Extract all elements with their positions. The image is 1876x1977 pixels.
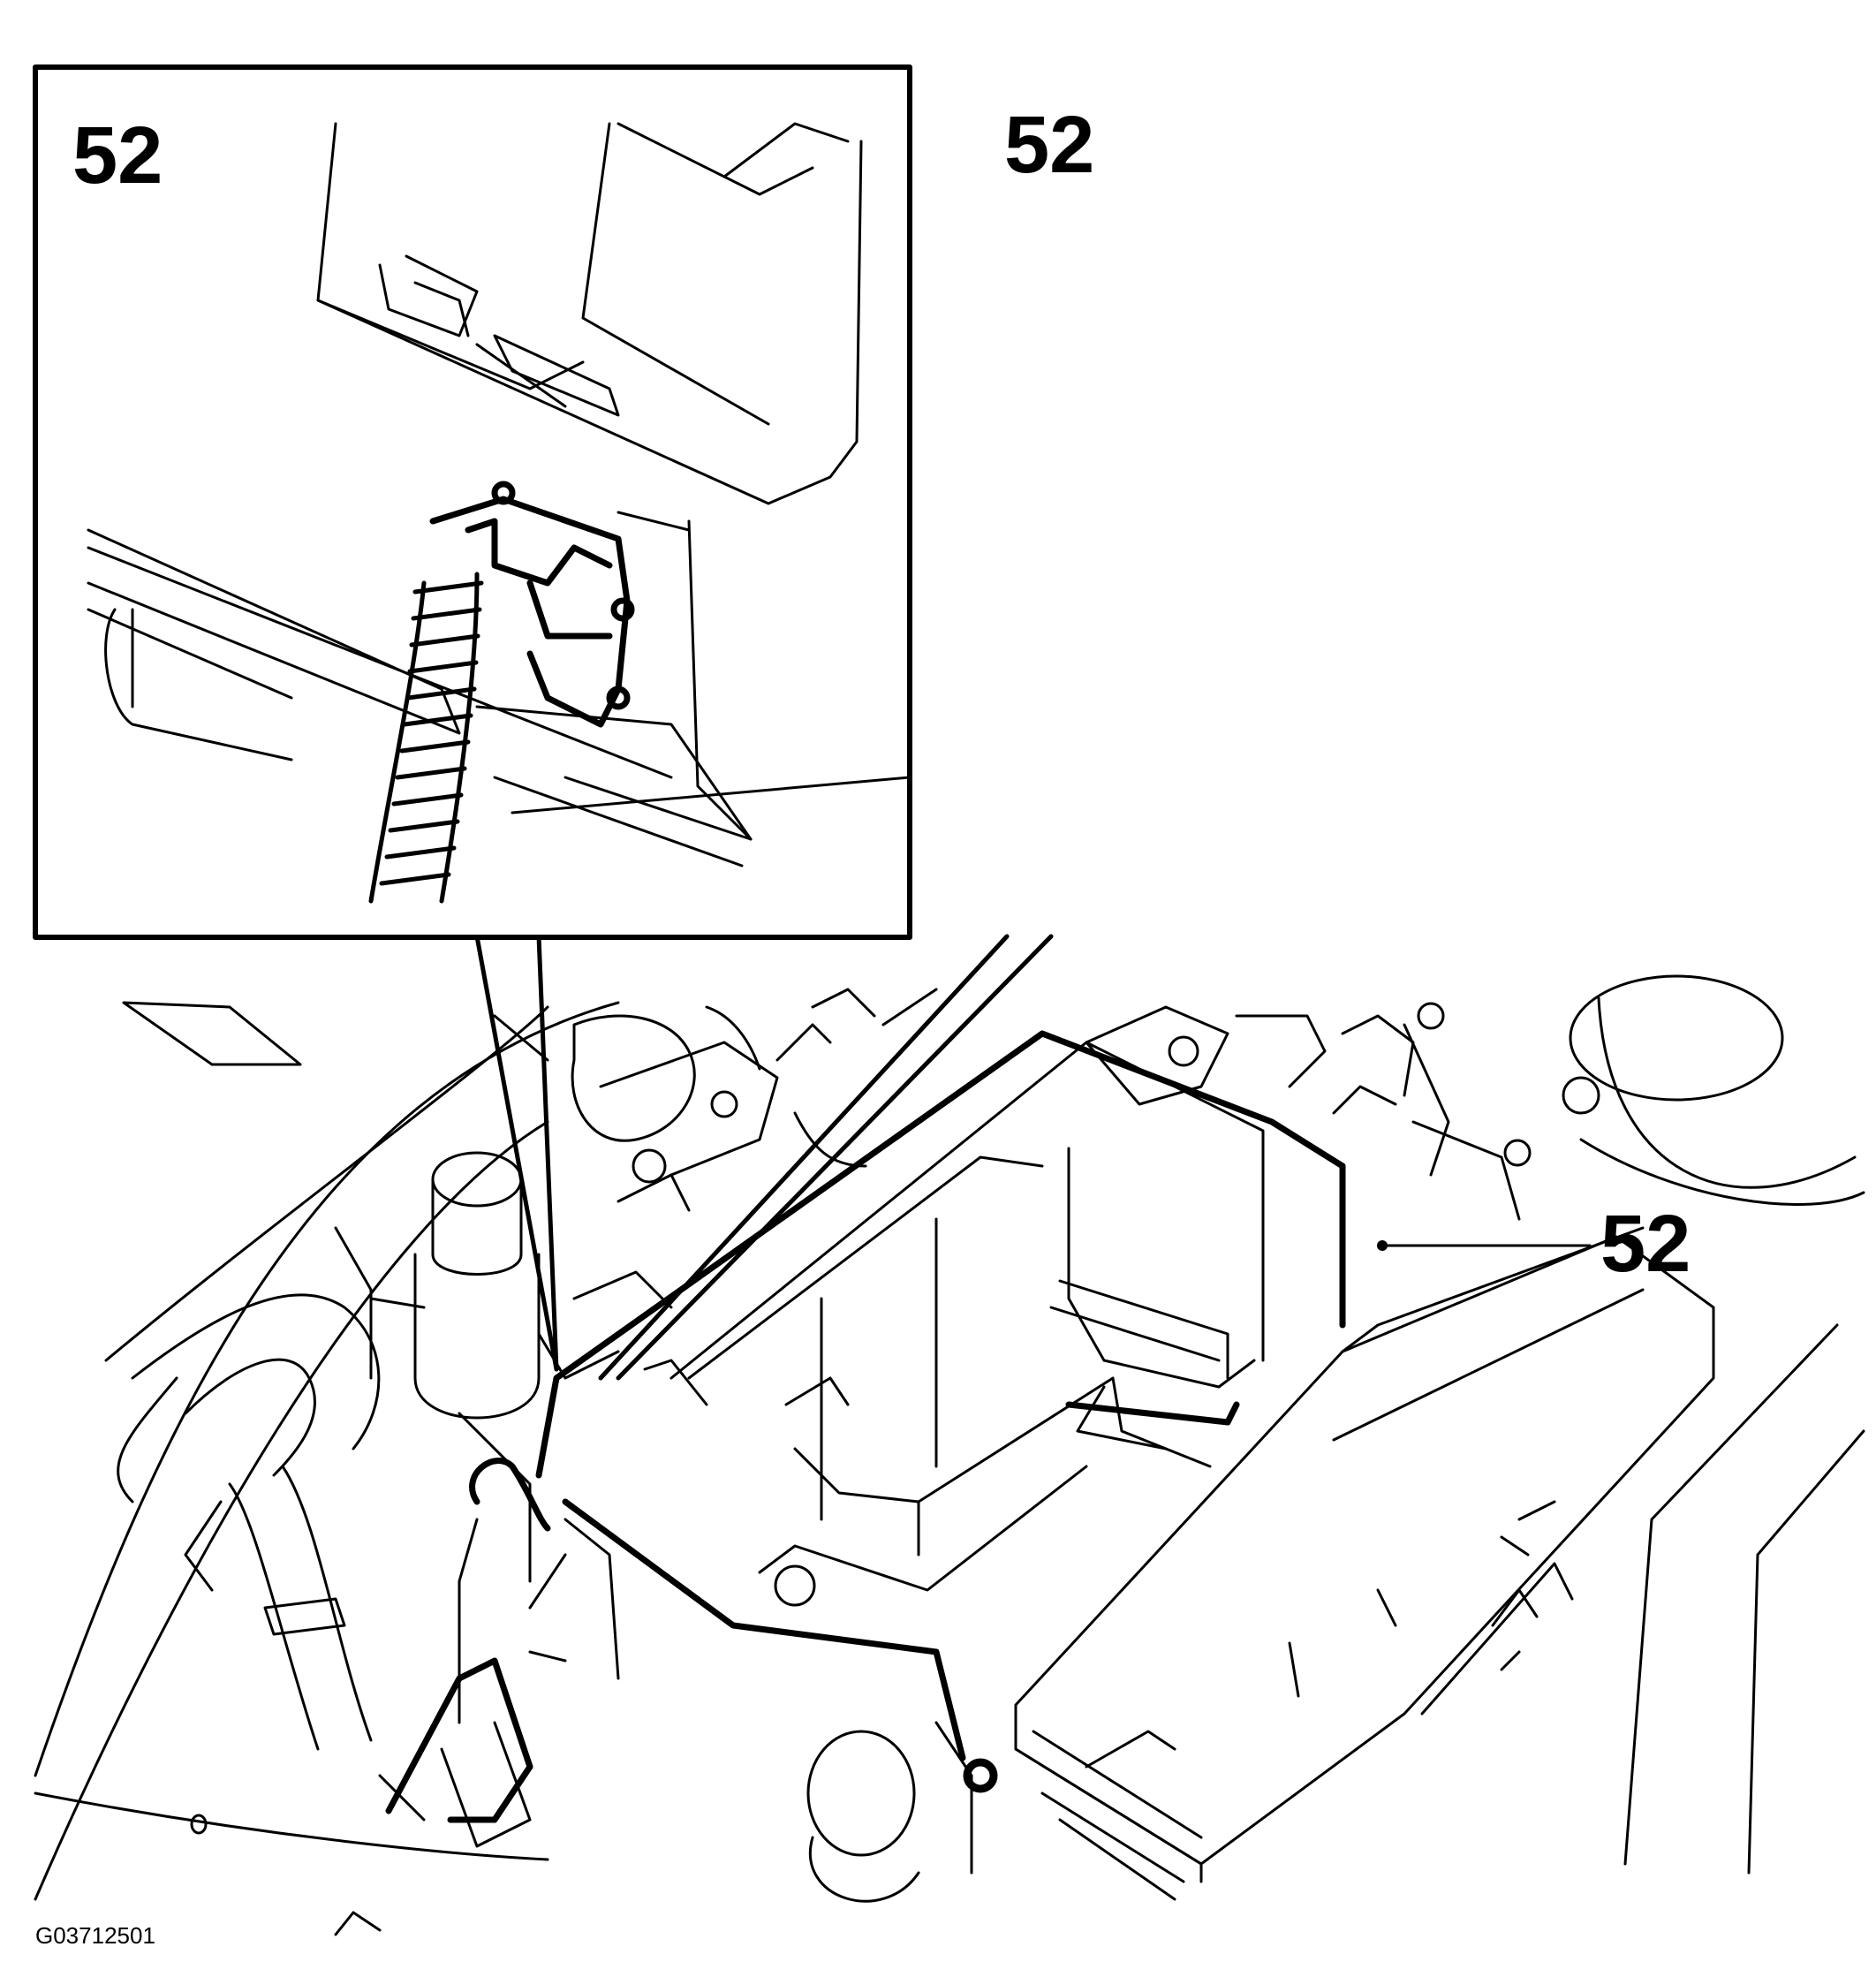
main-view	[34, 974, 1865, 1936]
main-callout: 52	[1600, 1199, 1691, 1289]
wiring-harness-52	[385, 1030, 1346, 1823]
inset-left-drawing	[87, 122, 912, 867]
figure-id: G03712501	[35, 1922, 155, 1949]
leader-dot-52	[1377, 1240, 1388, 1251]
inset-left-frame	[33, 64, 912, 940]
inset-right-callout: 52	[1004, 100, 1095, 190]
inset-left-conduit	[368, 572, 484, 904]
inset-left-callout: 52	[72, 110, 163, 201]
inset-pointers	[474, 934, 1054, 1381]
inset-left-connector	[429, 481, 635, 728]
